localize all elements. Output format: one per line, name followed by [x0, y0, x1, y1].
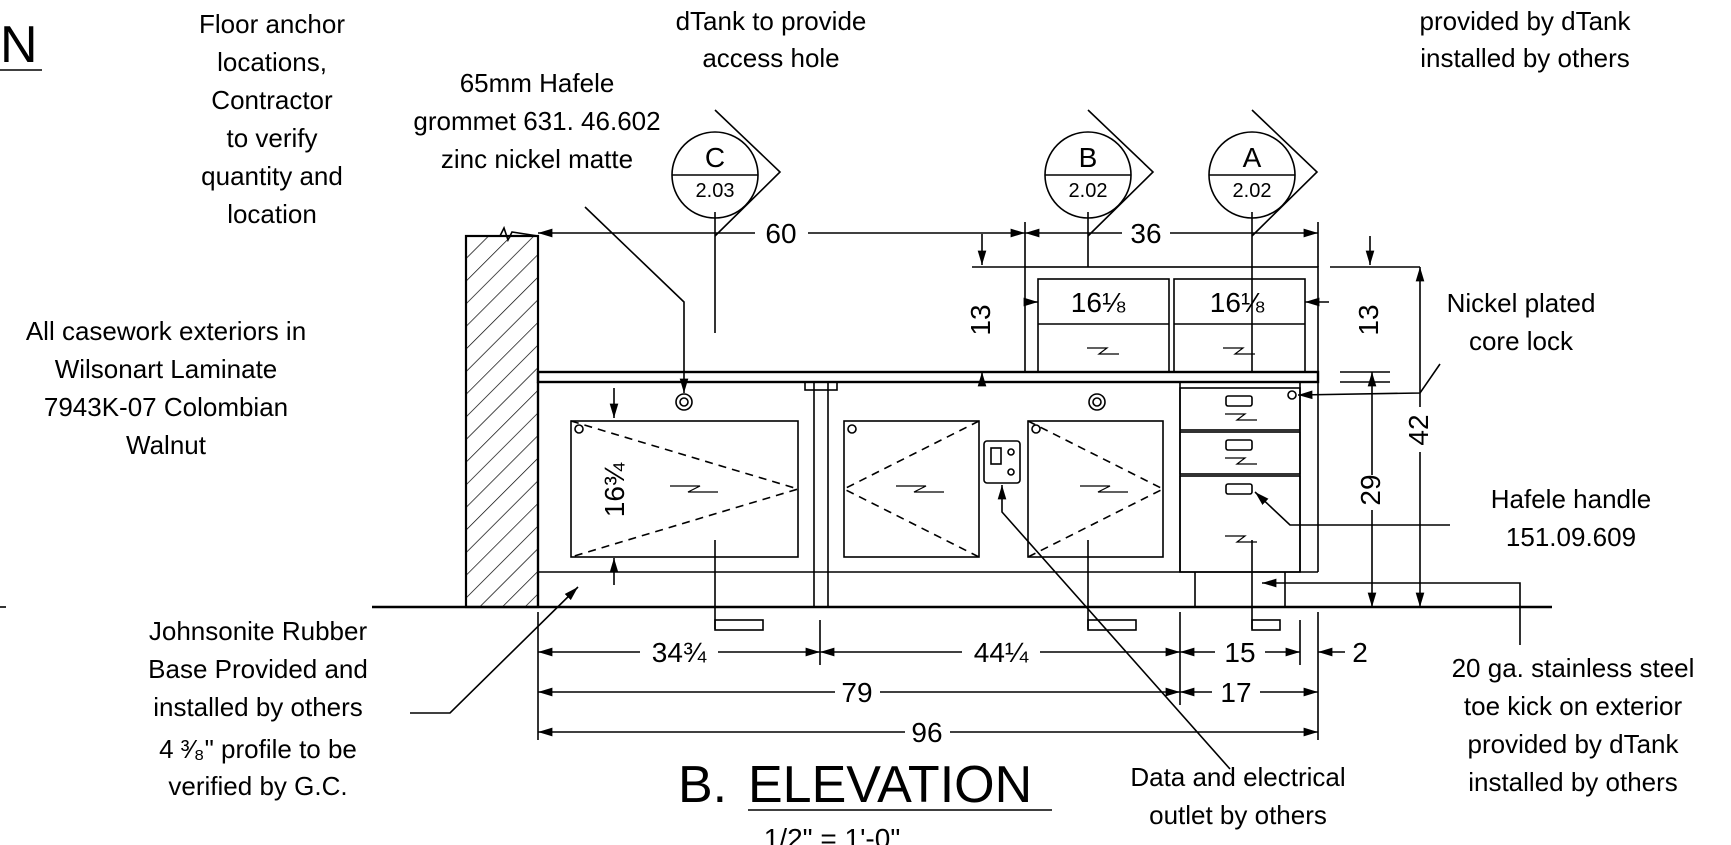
svg-text:16⅛: 16⅛: [1071, 287, 1126, 318]
section-marker-labels: C 2.03 B 2.02 A 2.02: [696, 142, 1272, 202]
svg-text:zinc nickel matte: zinc nickel matte: [441, 144, 633, 174]
svg-text:Base Provided and: Base Provided and: [148, 654, 368, 684]
svg-text:13: 13: [1353, 304, 1384, 335]
svg-text:36: 36: [1130, 218, 1161, 249]
upper-cabinet: [1024, 266, 1319, 373]
note-floor-anchor: Floor anchor locations, Contractor to ve…: [199, 9, 345, 229]
svg-text:installed by others: installed by others: [1420, 43, 1630, 73]
svg-text:outlet by others: outlet by others: [1149, 800, 1327, 830]
svg-text:96: 96: [911, 717, 942, 748]
svg-text:ELEVATION: ELEVATION: [748, 756, 1032, 814]
svg-text:Nickel plated: Nickel plated: [1447, 288, 1596, 318]
drawer-1: [1179, 387, 1301, 431]
svg-text:quantity and: quantity and: [201, 161, 343, 191]
note-data-electrical: Data and electrical outlet by others: [1130, 762, 1345, 830]
svg-text:provided by dTank: provided by dTank: [1467, 729, 1679, 759]
partial-heading: N: [0, 16, 38, 74]
svg-text:20 ga. stainless steel: 20 ga. stainless steel: [1452, 653, 1695, 683]
svg-text:Floor anchor: Floor anchor: [199, 9, 345, 39]
svg-text:location: location: [227, 199, 317, 229]
note-toe-kick: 20 ga. stainless steel toe kick on exter…: [1452, 653, 1695, 797]
countertop: [536, 370, 1320, 384]
svg-text:Walnut: Walnut: [126, 430, 207, 460]
svg-text:60: 60: [765, 218, 796, 249]
svg-text:Contractor: Contractor: [211, 85, 333, 115]
drawing-title: B. ELEVATION 1/2" = 1'-0": [678, 756, 1032, 845]
svg-text:29: 29: [1355, 474, 1386, 505]
note-handle: Hafele handle 151.09.609: [1491, 484, 1651, 552]
drawer-3: [1179, 475, 1301, 573]
svg-text:Data and electrical: Data and electrical: [1130, 762, 1345, 792]
grommet-1: [675, 393, 693, 411]
svg-text:access hole: access hole: [702, 43, 839, 73]
svg-text:79: 79: [841, 677, 872, 708]
note-dtank-access: dTank to provide access hole: [676, 6, 867, 73]
svg-text:provided by dTank: provided by dTank: [1419, 6, 1631, 36]
svg-text:A: A: [1243, 142, 1262, 173]
svg-text:B: B: [1079, 142, 1098, 173]
svg-text:34¾: 34¾: [652, 637, 707, 668]
svg-text:65mm Hafele: 65mm Hafele: [460, 68, 615, 98]
door-3: [1027, 420, 1164, 558]
svg-text:installed by others: installed by others: [1468, 767, 1678, 797]
svg-text:locations,: locations,: [217, 47, 327, 77]
svg-text:verified by G.C.: verified by G.C.: [168, 771, 347, 801]
svg-text:2.03: 2.03: [696, 180, 735, 202]
svg-text:Hafele handle: Hafele handle: [1491, 484, 1651, 514]
svg-text:16⅛: 16⅛: [1210, 287, 1265, 318]
note-provided-top: provided by dTank installed by others: [1419, 6, 1631, 73]
svg-text:2.02: 2.02: [1233, 180, 1272, 202]
svg-text:16¾: 16¾: [599, 462, 630, 517]
note-core-lock: Nickel plated core lock: [1447, 288, 1596, 356]
svg-text:Wilsonart Laminate: Wilsonart Laminate: [55, 354, 278, 384]
outlet: [983, 440, 1021, 484]
svg-text:2.02: 2.02: [1069, 180, 1108, 202]
svg-text:2: 2: [1352, 637, 1368, 668]
svg-text:to verify: to verify: [226, 123, 317, 153]
note-grommet: 65mm Hafele grommet 631. 46.602 zinc nic…: [413, 68, 660, 174]
drawer-2: [1179, 431, 1301, 475]
svg-text:15: 15: [1224, 637, 1255, 668]
door-2: [843, 420, 980, 558]
door-1: [570, 420, 799, 558]
svg-text:dTank to provide: dTank to provide: [676, 6, 867, 36]
svg-text:All casework exteriors in: All casework exteriors in: [26, 316, 306, 346]
svg-text:151.09.609: 151.09.609: [1506, 522, 1636, 552]
grommet-2: [1088, 393, 1106, 411]
svg-text:Johnsonite Rubber: Johnsonite Rubber: [149, 616, 368, 646]
svg-text:42: 42: [1403, 414, 1434, 445]
svg-text:toe kick on exterior: toe kick on exterior: [1464, 691, 1683, 721]
svg-text:C: C: [705, 142, 725, 173]
svg-text:grommet 631. 46.602: grommet 631. 46.602: [413, 106, 660, 136]
dimension-labels: 60 36 13 13 16⅛ 16⅛ 16¾ 42 29 34¾ 44¼ 15…: [599, 218, 1434, 748]
svg-text:B.: B.: [678, 756, 727, 814]
svg-text:17: 17: [1220, 677, 1251, 708]
svg-text:44¼: 44¼: [974, 637, 1029, 668]
note-rubber-base: Johnsonite Rubber Base Provided and inst…: [148, 616, 368, 801]
note-casework: All casework exteriors in Wilsonart Lami…: [26, 316, 306, 460]
svg-text:installed by others: installed by others: [153, 692, 363, 722]
svg-text:4 ³⁄₈" profile to be: 4 ³⁄₈" profile to be: [159, 734, 357, 764]
svg-text:13: 13: [965, 304, 996, 335]
svg-text:core lock: core lock: [1469, 326, 1574, 356]
svg-text:1/2" = 1'-0": 1/2" = 1'-0": [764, 823, 901, 845]
svg-text:7943K-07 Colombian: 7943K-07 Colombian: [44, 392, 288, 422]
wall-hatch: [464, 234, 540, 609]
